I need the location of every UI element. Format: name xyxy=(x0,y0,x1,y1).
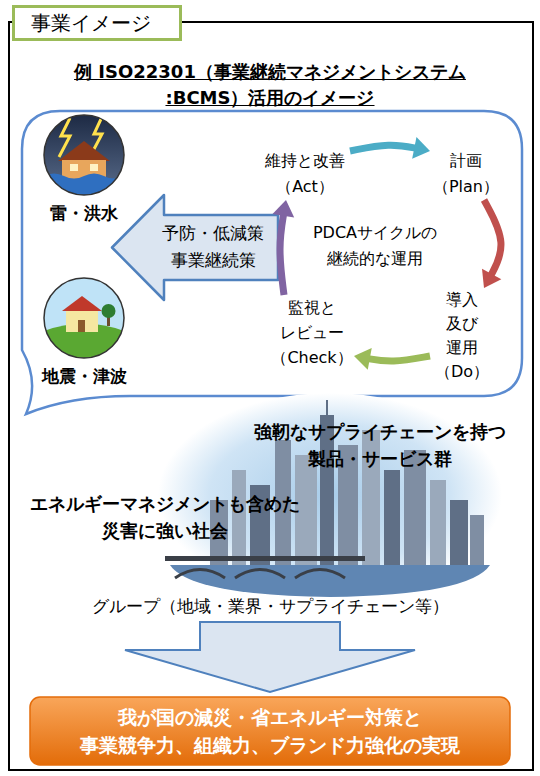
text-box: 予防・低減策 事業継続策 xyxy=(152,220,274,274)
text-box: 事業イメージ xyxy=(31,8,181,38)
group-label: グループ（地域・業界・サプライチェーン等） xyxy=(10,594,530,618)
arrow-shaft xyxy=(484,200,501,278)
house-door xyxy=(78,320,85,332)
river-water xyxy=(170,565,490,597)
cycle-center-label: PDCAサイクルの 継続的な運用 xyxy=(300,220,450,272)
house-roof xyxy=(62,296,102,311)
building xyxy=(232,470,246,565)
circle-outline xyxy=(44,278,124,358)
cycle-arrow xyxy=(354,348,430,370)
text-box: 計画 （Plan） xyxy=(430,148,502,200)
house-window xyxy=(70,164,78,171)
diagram-heading: 例 ISO22301（事業継続マネジメントシステム :BCMS）活用のイメージ xyxy=(55,59,485,111)
cycle-arrow xyxy=(350,137,430,159)
arrow-outline xyxy=(112,195,278,300)
node-text: 雷・洪水 xyxy=(38,201,130,225)
cycle-step: 維持と改善 （Act） xyxy=(260,148,350,200)
flood-water xyxy=(44,174,124,197)
node-text: 計画 （Plan） xyxy=(430,148,502,200)
arrow-shaft xyxy=(365,356,430,361)
arrow-head xyxy=(354,348,372,370)
cycle-step: 監視と レビュー （Check） xyxy=(270,295,354,370)
tree-crown xyxy=(102,304,116,318)
building xyxy=(450,500,468,565)
earthquake-illustration xyxy=(44,278,124,360)
building xyxy=(470,515,484,565)
lightning-bolt xyxy=(59,118,70,157)
title-tab: 事業イメージ xyxy=(12,5,182,41)
speech-bubble xyxy=(22,111,522,414)
text-box: 維持と改善 （Act） xyxy=(260,148,350,200)
house-body xyxy=(66,310,98,332)
house-roof xyxy=(58,141,110,161)
lightning-bolt xyxy=(93,119,102,151)
outer-frame xyxy=(9,22,533,770)
box-outline xyxy=(30,697,510,765)
circle-outline xyxy=(44,115,124,195)
cycle-arrow xyxy=(482,200,501,288)
result-box: 我が国の減災・省エネルギー対策と 事業競争力、組織力、ブランド力強化の実現 xyxy=(30,697,510,765)
overlay-label: 強靭なサプライチェーンを持つ 製品・サービス群 xyxy=(240,418,520,472)
arrow-head xyxy=(482,269,501,288)
hazard-circle: 地震・津波 xyxy=(38,276,130,391)
node-text: 予防・低減策 事業継続策 xyxy=(152,220,274,274)
storm-illustration xyxy=(44,115,124,196)
house-window xyxy=(90,164,98,171)
bridge-arches xyxy=(175,570,345,579)
storm-sky xyxy=(44,115,124,195)
arrow-head xyxy=(412,137,430,159)
down-arrow xyxy=(125,622,415,692)
text-box: 我が国の減災・省エネルギー対策と 事業競争力、組織力、ブランド力強化の実現 xyxy=(70,703,470,759)
node-outline xyxy=(112,195,278,300)
bridge-deck xyxy=(165,556,365,561)
overlay-label: エネルギーマネジメントも含めた 災害に強い社会 xyxy=(10,490,320,544)
node-text: 監視と レビュー （Check） xyxy=(270,295,354,370)
cycle-step: 導入 及び 運用 （Do） xyxy=(430,288,494,384)
node-text: 維持と改善 （Act） xyxy=(260,148,350,200)
tower-spire xyxy=(326,400,328,415)
node-text: 地震・津波 xyxy=(38,364,130,388)
text-box: 地震・津波 xyxy=(38,364,130,388)
text-box: 雷・洪水 xyxy=(38,201,130,225)
cycle-step: 計画 （Plan） xyxy=(430,148,502,200)
text-box: 導入 及び 運用 （Do） xyxy=(430,288,494,384)
text-box: 監視と レビュー （Check） xyxy=(270,295,354,370)
building xyxy=(430,480,446,565)
node-text: 我が国の減災・省エネルギー対策と 事業競争力、組織力、ブランド力強化の実現 xyxy=(70,703,470,759)
arrow-shaft xyxy=(350,145,419,151)
arrow-shaft xyxy=(280,211,284,295)
block-arrow: 予防・低減策 事業継続策 xyxy=(112,195,278,300)
node-text: 事業イメージ xyxy=(31,8,181,38)
node-text: 導入 及び 運用 （Do） xyxy=(430,288,494,384)
building xyxy=(384,470,400,565)
hazard-circle: 雷・洪水 xyxy=(38,113,130,228)
